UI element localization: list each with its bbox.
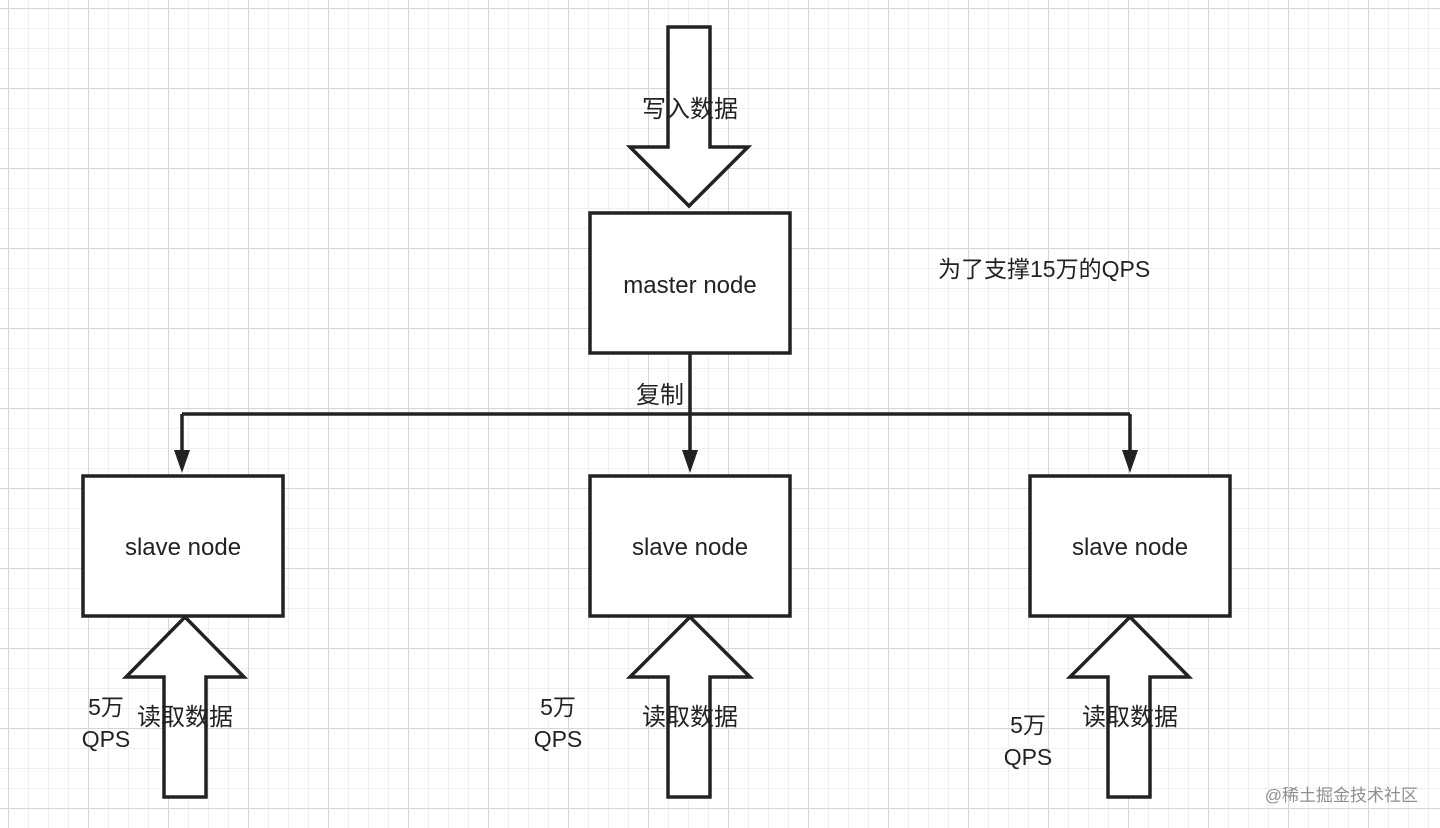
arrowhead-right [1122, 450, 1138, 473]
qps-label-1-line1: 5万 [88, 694, 124, 720]
qps-label-2-line1: 5万 [540, 694, 576, 720]
qps-goal-note: 为了支撑15万的QPS [938, 256, 1150, 282]
watermark: @稀土掘金技术社区 [1265, 786, 1418, 805]
master-node-label: master node [623, 272, 756, 299]
read-arrow-1 [121, 614, 249, 799]
slave-node-2 [588, 474, 792, 618]
arrowhead-center [682, 450, 698, 473]
read-label-2: 读取数据 [642, 704, 738, 731]
read-arrow-3 [1065, 614, 1194, 799]
qps-label-1-line2: QPS [82, 726, 131, 752]
read-label-1: 读取数据 [137, 704, 233, 731]
write-label: 写入数据 [642, 96, 738, 123]
replication-connectors [180, 353, 1132, 452]
replicate-label: 复制 [636, 382, 684, 409]
replication-arrowheads [174, 450, 1138, 473]
write-arrow [625, 25, 753, 209]
qps-label-2-line2: QPS [534, 726, 583, 752]
qps-label-3-line1: 5万 [1010, 712, 1046, 738]
slave-node-1-label: slave node [125, 534, 241, 561]
master-node [588, 211, 792, 355]
read-label-3: 读取数据 [1082, 704, 1178, 731]
arrowhead-left [174, 450, 190, 473]
qps-label-3-line2: QPS [1004, 744, 1053, 770]
slave-node-2-label: slave node [632, 534, 748, 561]
read-arrow-2 [625, 614, 755, 799]
slave-node-1 [81, 474, 285, 618]
slave-node-3 [1028, 474, 1232, 618]
slave-node-3-label: slave node [1072, 534, 1188, 561]
